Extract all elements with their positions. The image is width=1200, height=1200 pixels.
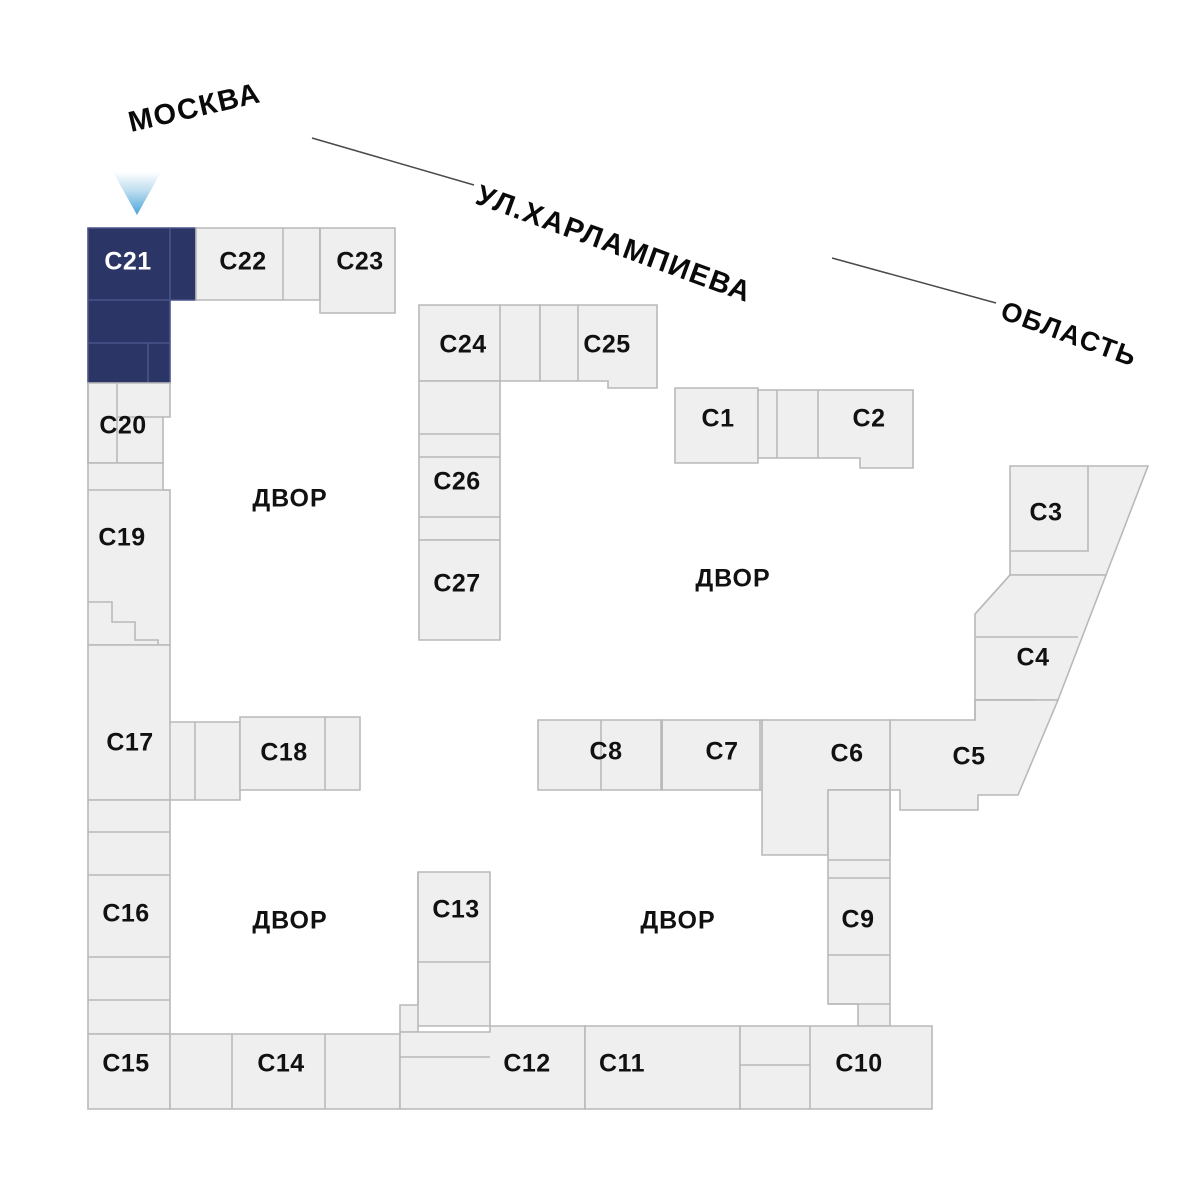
block-label-C24: C24 (439, 331, 486, 359)
block-divider-C16 (88, 831, 170, 1001)
block-label-C22: C22 (219, 248, 266, 276)
block-shape-C1[interactable] (674, 387, 759, 464)
block-shape-C18[interactable] (239, 716, 361, 791)
street-label-kharlampieva: УЛ.ХАРЛАМПИЕВА (472, 180, 756, 310)
block-group-C8[interactable] (537, 719, 663, 791)
block-label-C10: C10 (835, 1050, 882, 1078)
block-shape-C27[interactable] (418, 539, 501, 641)
block-label-C11: C11 (599, 1050, 645, 1078)
block-divider-C14 (231, 1034, 326, 1109)
block-label-C27: C27 (433, 570, 480, 598)
block-label-C26: C26 (433, 468, 480, 496)
block-divider-C21 (88, 228, 171, 383)
leader-line-region (831, 257, 997, 304)
block-label-C25: C25 (583, 331, 630, 359)
block-label-C16: C16 (102, 900, 149, 928)
block-label-C14: C14 (257, 1050, 304, 1078)
block-shape-C10[interactable] (739, 1025, 933, 1110)
block-divider-C3 (1010, 466, 1089, 552)
block-label-C17: C17 (106, 729, 153, 757)
block-label-C18: C18 (260, 739, 307, 767)
block-label-C7: C7 (706, 738, 739, 766)
yard-label-northeast: ДВОР (695, 565, 770, 593)
block-group-C25[interactable] (539, 304, 658, 389)
block-shape-C25[interactable] (539, 304, 658, 389)
block-divider-C8 (600, 720, 662, 790)
block-label-C1: C1 (702, 405, 735, 433)
leader-line-city (311, 137, 475, 186)
block-label-C3: C3 (1030, 499, 1063, 527)
block-label-C12: C12 (503, 1050, 550, 1078)
block-group-C5[interactable] (889, 699, 1060, 811)
block-shape-C2[interactable] (757, 389, 914, 469)
region-label-oblast: ОБЛАСТЬ (997, 295, 1141, 372)
block-group-C26[interactable] (418, 380, 501, 541)
block-divider-C20 (87, 383, 163, 463)
block-divider-C17 (169, 722, 196, 800)
block-label-C6: C6 (831, 740, 864, 768)
block-label-C9: C9 (842, 906, 875, 934)
yard-label-northwest: ДВОР (252, 485, 327, 513)
block-divider-C13 (417, 872, 490, 1005)
block-label-C21: C21 (104, 248, 151, 276)
block-group-C18[interactable] (239, 716, 361, 791)
block-shape-C26[interactable] (418, 380, 501, 541)
block-group-C10[interactable] (739, 1025, 933, 1110)
yard-label-southwest: ДВОР (252, 907, 327, 935)
block-group-C4[interactable] (974, 574, 1108, 701)
block-shape-C17[interactable] (87, 644, 241, 801)
block-divider-C9 (828, 859, 890, 1005)
block-divider-C2 (776, 390, 819, 458)
block-group-C2[interactable] (757, 389, 914, 469)
block-divider-C19 (88, 489, 170, 645)
city-label-moscow: МОСКВА (125, 77, 264, 139)
block-group-C16[interactable] (87, 799, 171, 1035)
block-label-C15: C15 (102, 1050, 149, 1078)
block-label-C4: C4 (1017, 644, 1050, 672)
block-label-C20: C20 (99, 412, 146, 440)
block-label-C23: C23 (336, 248, 383, 276)
block-shape-C5[interactable] (889, 699, 1060, 811)
block-group-C19[interactable] (87, 462, 171, 646)
location-marker-icon[interactable] (113, 172, 161, 215)
block-group-C12[interactable] (399, 1025, 586, 1110)
block-divider-C10 (740, 1026, 811, 1109)
block-label-C8: C8 (590, 738, 623, 766)
block-shape-C12[interactable] (399, 1025, 586, 1110)
block-group-C17[interactable] (87, 644, 241, 801)
block-label-C5: C5 (953, 743, 986, 771)
block-shape-C8[interactable] (537, 719, 663, 791)
block-group-C23[interactable] (319, 227, 396, 314)
block-divider-C5 (974, 699, 1035, 720)
block-divider-C26 (419, 433, 500, 518)
block-label-C13: C13 (432, 896, 479, 924)
block-group-C1[interactable] (674, 387, 759, 464)
block-label-C2: C2 (853, 405, 886, 433)
block-label-C19: C19 (98, 524, 145, 552)
block-group-C27[interactable] (418, 539, 501, 641)
yard-label-southeast: ДВОР (640, 907, 715, 935)
